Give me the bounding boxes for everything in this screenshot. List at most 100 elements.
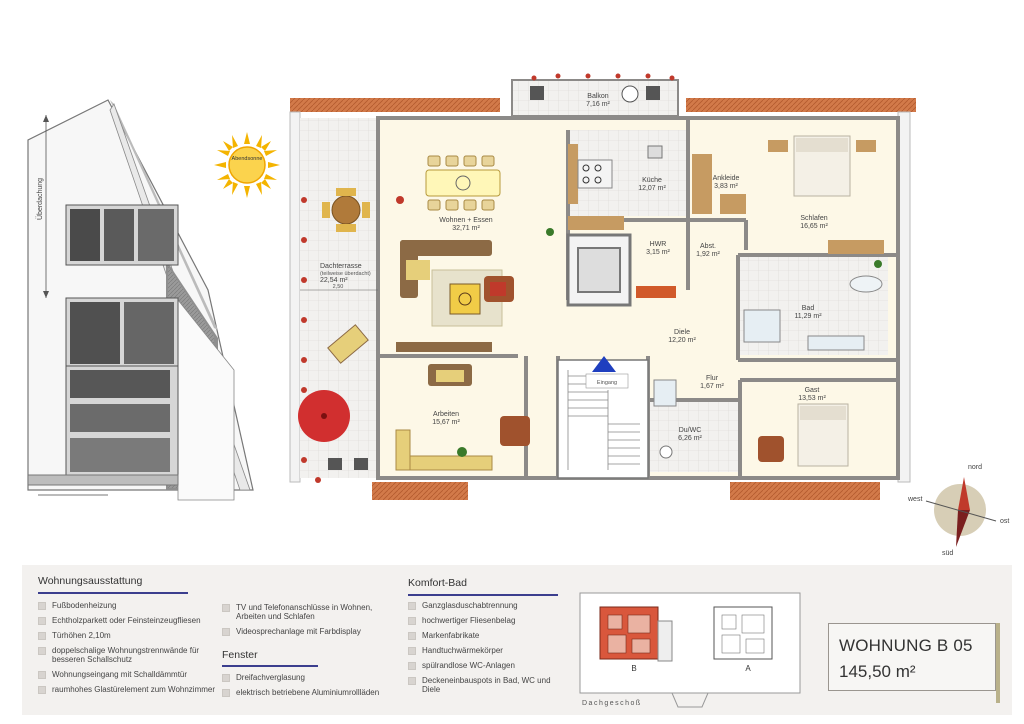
feature-item: Markenfabrikate bbox=[408, 631, 558, 640]
windows-title: Fenster bbox=[222, 649, 258, 661]
feature-text: raumhohes Glastürelement zum Wohnzimmer bbox=[52, 685, 216, 694]
feature-item: Echtholzparkett oder Feinsteinzeugfliese… bbox=[38, 616, 228, 625]
unit-name: WOHNUNG B 05 bbox=[839, 636, 973, 655]
checkbox-square-icon bbox=[408, 647, 416, 655]
feature-text: TV und Telefonanschlüsse in Wohnen, Arbe… bbox=[236, 603, 373, 621]
feature-text: Türhöhen 2,10m bbox=[52, 631, 111, 640]
gable-elevation-drawing: Überdachung bbox=[27, 99, 254, 501]
feature-text: doppelschalige Wohnungstrennwände für be… bbox=[52, 646, 200, 664]
room-area-kueche: 12,07 m² bbox=[638, 185, 666, 192]
plants bbox=[301, 73, 882, 483]
bath-list: Ganzglasduschabtrennung hochwertiger Flie… bbox=[408, 601, 558, 700]
feature-text: hochwertiger Fliesenbelag bbox=[422, 616, 516, 625]
room-area-hwr: 3,15 m² bbox=[646, 249, 670, 256]
entrance-label: Eingang bbox=[597, 380, 617, 386]
feature-text: Fußbodenheizung bbox=[52, 601, 117, 610]
facade-windows bbox=[27, 204, 179, 496]
room-area-terrasse: 22,54 m² bbox=[320, 277, 348, 284]
compass-south: süd bbox=[942, 550, 953, 557]
terrace-dimension: 2,50 bbox=[333, 284, 344, 290]
room-area-balkon: 7,16 m² bbox=[586, 101, 610, 108]
feature-text: Dreifachverglasung bbox=[236, 673, 305, 682]
features-title: Wohnungsausstattung bbox=[38, 575, 143, 587]
keyplan-unit-b bbox=[599, 606, 659, 660]
feature-item: doppelschalige Wohnungstrennwände für be… bbox=[38, 646, 228, 664]
room-note-terrasse: (teilweise überdacht) bbox=[320, 271, 371, 277]
room-name-diele: Diele bbox=[674, 329, 690, 336]
feature-text: spülrandlose WC-Anlagen bbox=[422, 661, 515, 670]
feature-item: Ganzglasduschabtrennung bbox=[408, 601, 558, 610]
unit-area: 145,50 m² bbox=[839, 662, 916, 681]
room-name-hwr: HWR bbox=[650, 241, 667, 248]
room-area-arbeiten: 15,67 m² bbox=[432, 419, 460, 426]
feature-item: Deckeneinbauspots in Bad, WC und Diele bbox=[408, 676, 558, 694]
room-name-ankleide: Ankleide bbox=[713, 175, 740, 182]
feature-item: Fußbodenheizung bbox=[38, 601, 228, 610]
compass-rose: nord ost süd west bbox=[907, 464, 1009, 557]
checkbox-square-icon bbox=[408, 617, 416, 625]
feature-text: elektrisch betriebene Aluminiumrollläden bbox=[236, 688, 380, 697]
checkbox-square-icon bbox=[408, 602, 416, 610]
checkbox-square-icon bbox=[38, 632, 46, 640]
compass-west: west bbox=[907, 496, 922, 503]
feature-item: hochwertiger Fliesenbelag bbox=[408, 616, 558, 625]
roof-edges bbox=[289, 98, 916, 500]
feature-text: Handtuchwärmekörper bbox=[422, 646, 503, 655]
feature-item: Dreifachverglasung bbox=[222, 673, 392, 682]
entrance-marker bbox=[585, 356, 629, 389]
feature-item: TV und Telefonanschlüsse in Wohnen, Arbe… bbox=[222, 603, 392, 621]
checkbox-square-icon bbox=[408, 662, 416, 670]
room-name-arbeiten: Arbeiten bbox=[433, 411, 459, 418]
keyplan-floor-label: Dachgeschoß bbox=[582, 700, 642, 707]
room-area-ankleide: 3,83 m² bbox=[714, 183, 738, 190]
feature-text: Echtholzparkett oder Feinsteinzeugfliese… bbox=[52, 616, 201, 625]
room-area-flur: 1,67 m² bbox=[700, 383, 724, 390]
room-name-balkon: Balkon bbox=[587, 93, 609, 100]
windows-list: Dreifachverglasung elektrisch betriebene … bbox=[222, 673, 392, 703]
features-list-2: TV und Telefonanschlüsse in Wohnen, Arbe… bbox=[222, 603, 392, 642]
room-name-schlafen: Schlafen bbox=[800, 215, 827, 222]
feature-item: raumhohes Glastürelement zum Wohnzimmer bbox=[38, 685, 228, 694]
checkbox-square-icon bbox=[38, 671, 46, 679]
keyplan-label-a: A bbox=[745, 664, 751, 673]
checkbox-square-icon bbox=[222, 689, 230, 697]
room-area-schlafen: 16,65 m² bbox=[800, 223, 828, 230]
room-name-wohnen: Wohnen + Essen bbox=[439, 217, 492, 224]
room-area-wohnen: 32,71 m² bbox=[452, 225, 480, 232]
feature-text: Videosprechanlage mit Farbdisplay bbox=[236, 627, 361, 636]
compass-east: ost bbox=[1000, 518, 1009, 525]
key-plan: B A Dachgeschoß bbox=[579, 592, 801, 708]
keyplan-unit-a bbox=[713, 606, 773, 660]
checkbox-square-icon bbox=[38, 617, 46, 625]
unit-title-box: WOHNUNG B 05 145,50 m² bbox=[828, 623, 996, 691]
feature-text: Ganzglasduschabtrennung bbox=[422, 601, 518, 610]
feature-item: Handtuchwärmekörper bbox=[408, 646, 558, 655]
feature-item: spülrandlose WC-Anlagen bbox=[408, 661, 558, 670]
room-area-duwc: 6,26 m² bbox=[678, 435, 702, 442]
checkbox-square-icon bbox=[222, 628, 230, 636]
checkbox-square-icon bbox=[38, 602, 46, 610]
room-name-bad: Bad bbox=[802, 305, 815, 312]
feature-item: Videosprechanlage mit Farbdisplay bbox=[222, 627, 392, 636]
elevation-label: Überdachung bbox=[36, 178, 44, 220]
feature-text: Wohnungseingang mit Schalldämmtür bbox=[52, 670, 188, 679]
feature-text: Deckeneinbauspots in Bad, WC und Diele bbox=[422, 676, 551, 694]
bath-title: Komfort-Bad bbox=[408, 577, 467, 589]
keyplan-label-b: B bbox=[631, 664, 636, 673]
checkbox-square-icon bbox=[408, 677, 416, 685]
checkbox-square-icon bbox=[38, 647, 46, 655]
sun-label: Abendsonne bbox=[232, 156, 263, 162]
unit-accent-bar bbox=[996, 623, 1000, 703]
checkbox-square-icon bbox=[222, 674, 230, 682]
room-area-abst: 1,92 m² bbox=[696, 251, 720, 258]
room-name-abst: Abst. bbox=[700, 243, 716, 250]
room-name-flur: Flur bbox=[706, 375, 719, 382]
sun-icon: Abendsonne bbox=[214, 132, 280, 198]
room-area-gast: 13,53 m² bbox=[798, 395, 826, 402]
room-area-bad: 11,29 m² bbox=[794, 313, 822, 320]
feature-text: Markenfabrikate bbox=[422, 631, 480, 640]
room-name-duwc: Du/WC bbox=[679, 427, 702, 434]
